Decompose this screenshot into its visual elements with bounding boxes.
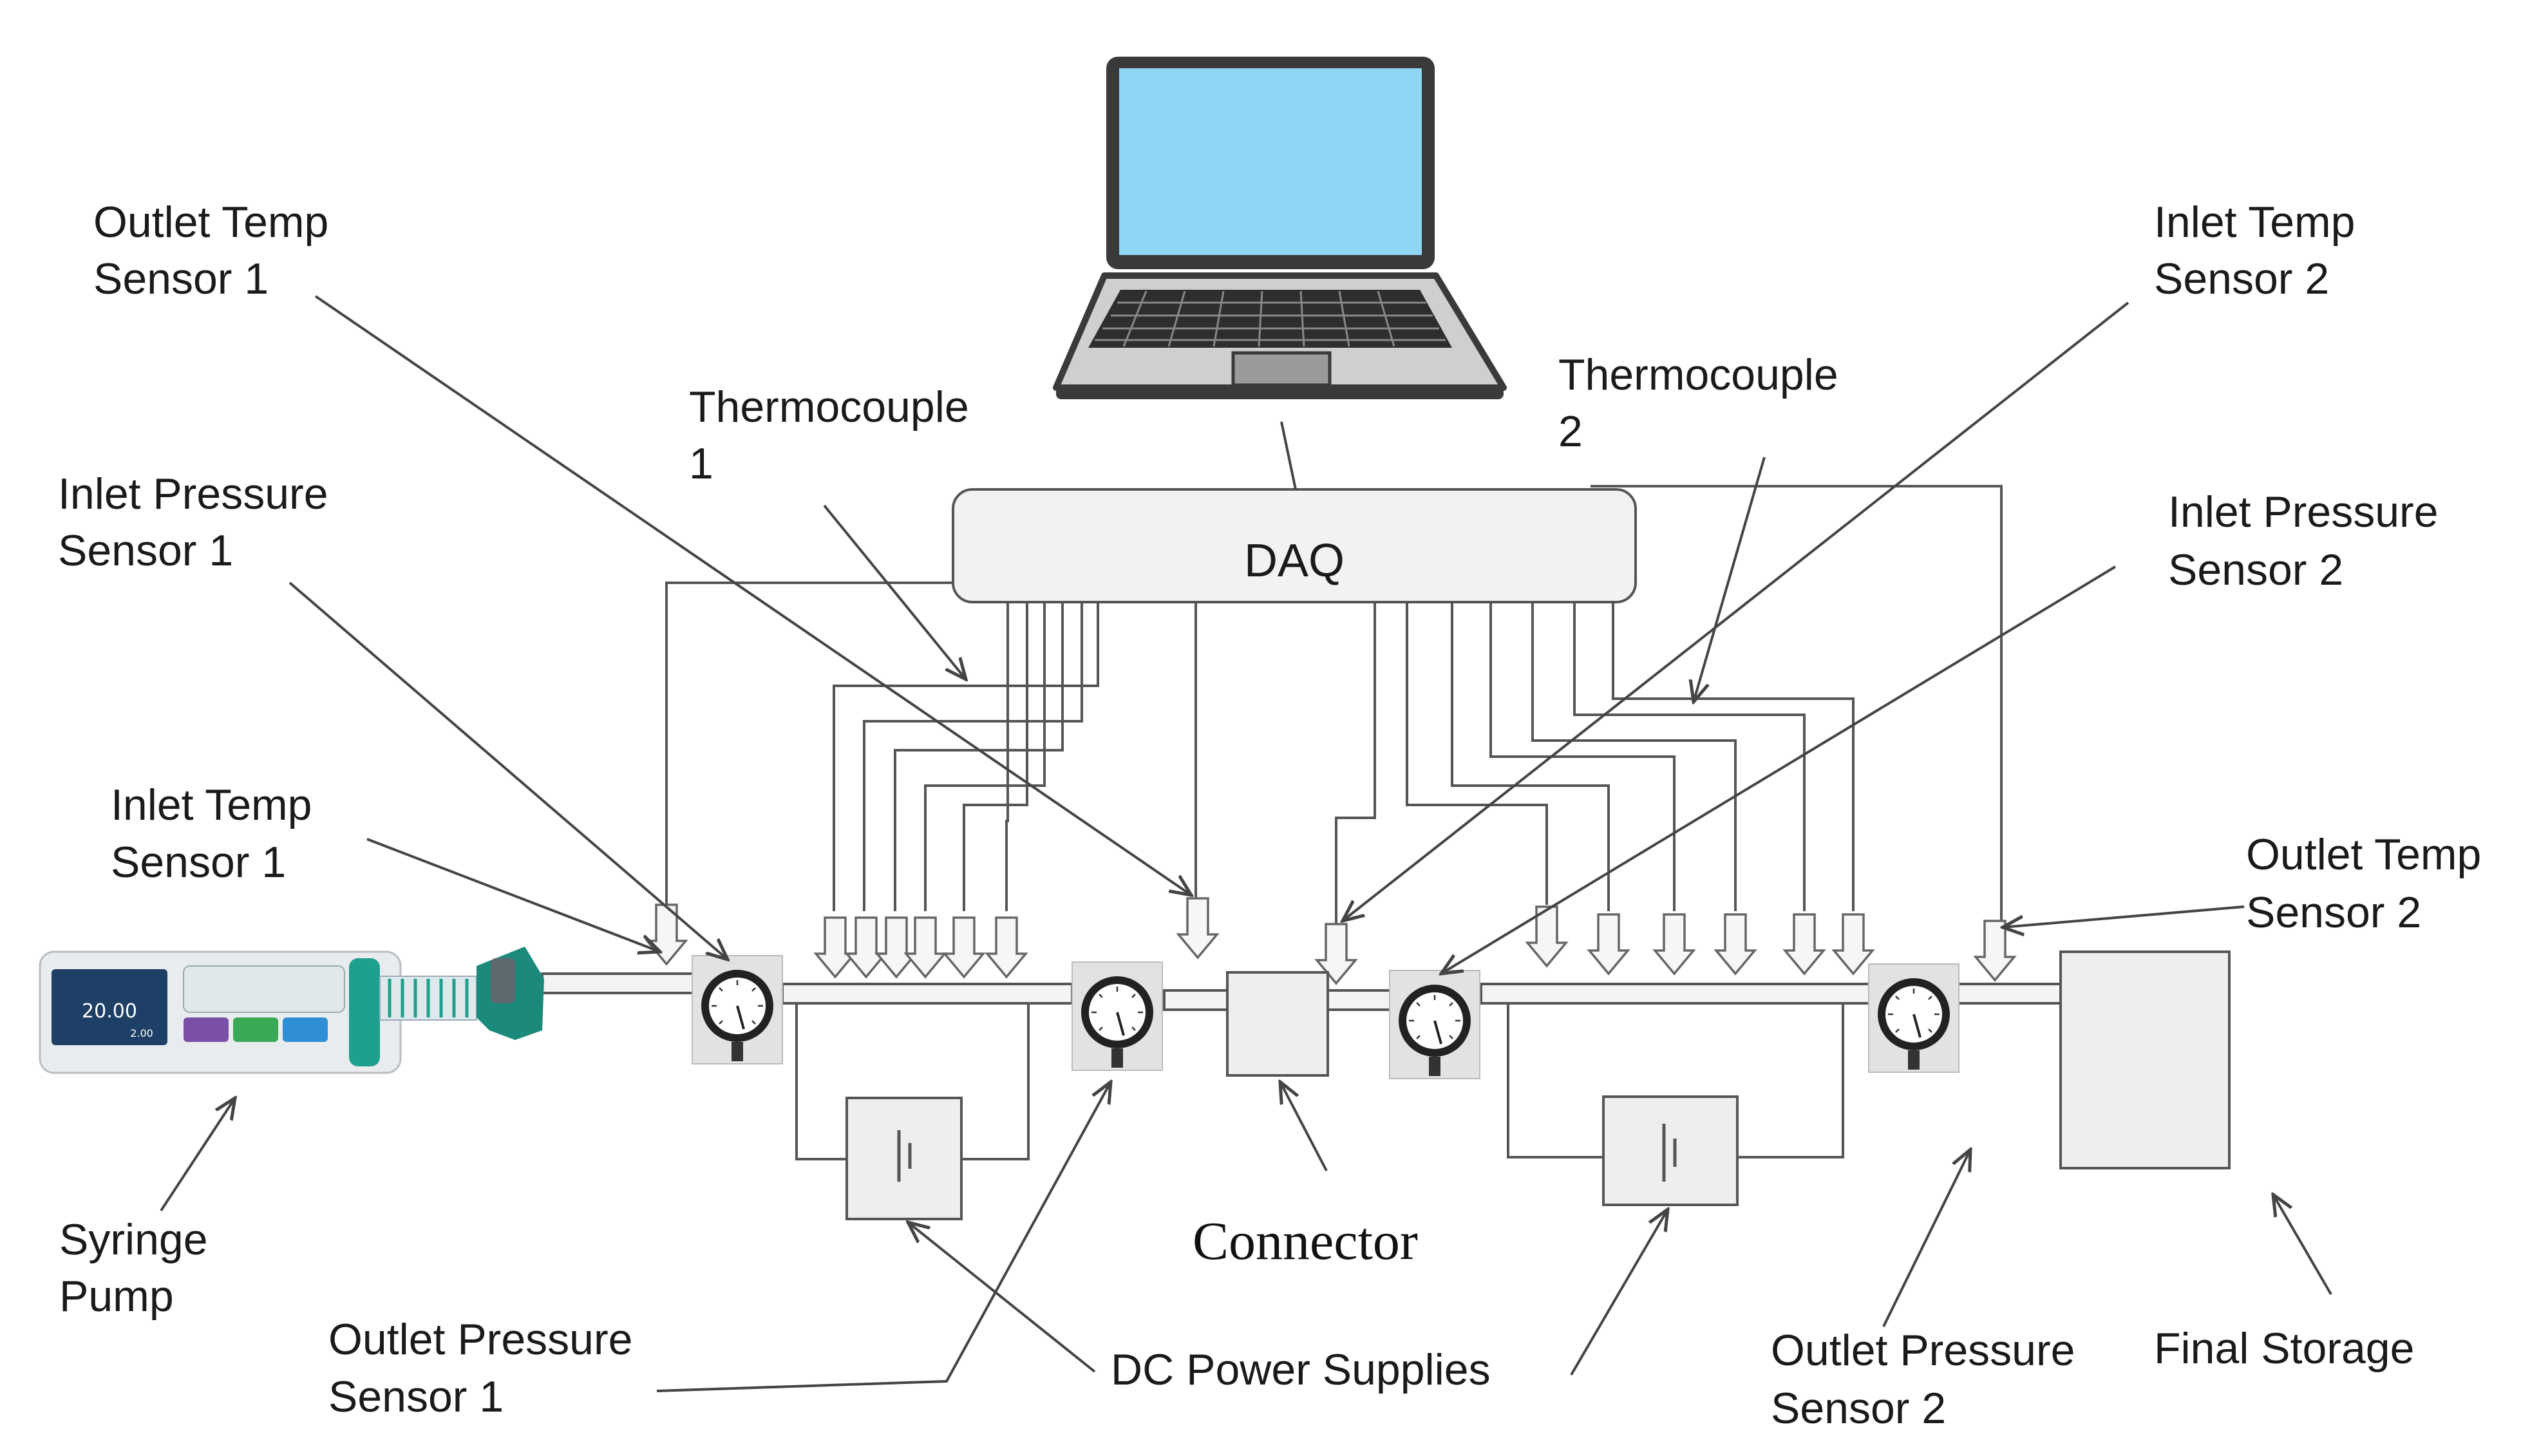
connector-box (1226, 971, 1329, 1077)
daq-unit: DAQ (952, 488, 1637, 603)
label-final-storage: Final Storage (2154, 1324, 2414, 1373)
outlet-pressure-gauge-1-icon (1071, 961, 1164, 1072)
laptop-icon (1053, 57, 1507, 399)
thermocouple-probe-icon (1526, 905, 1567, 967)
final-storage-box (2059, 950, 2231, 1169)
outlet-pressure-gauge-2-icon (1867, 963, 1960, 1073)
test-section-1 (781, 983, 1073, 1005)
thermocouple-probe-icon (943, 916, 985, 978)
test-section-2 (1480, 983, 1875, 1005)
flow-path (541, 950, 2231, 1169)
leader-lines (160, 295, 2332, 1392)
thermocouple-probe-icon (1715, 913, 1756, 975)
thermocouple-probe-icon (1833, 913, 1874, 975)
label-dc-power-supplies: DC Power Supplies (1111, 1345, 1491, 1394)
thermocouple-probe-icon (1784, 913, 1825, 975)
thermocouple-probe-icon (815, 916, 856, 978)
thermocouple-probe-icon (1588, 913, 1629, 975)
daq-label: DAQ (1244, 535, 1345, 587)
signal-wires (665, 485, 2003, 927)
thermocouple-probe-icon (1654, 913, 1695, 975)
outlet-temp-sensor-1-icon (1177, 897, 1218, 959)
label-connector: Connector (1193, 1211, 1418, 1271)
thermocouple-probe-icon (986, 916, 1027, 978)
thermocouple-probe-icon (905, 916, 946, 978)
thermocouple-probe-icon (845, 916, 887, 978)
inlet-pressure-gauge-2-icon (1388, 969, 1481, 1080)
inlet-temp-sensor-1-icon (646, 903, 687, 965)
sensor-probes (646, 897, 2016, 985)
svg-text:2.00: 2.00 (130, 1027, 153, 1039)
dc-power-supply-1 (795, 1003, 1030, 1220)
thermocouple-probe-icon (876, 916, 917, 978)
syringe-pump-icon: 20.00 2.00 (39, 947, 544, 1074)
svg-text:20.00: 20.00 (82, 1000, 137, 1023)
outlet-temp-sensor-2-icon (1974, 920, 2016, 981)
inlet-pressure-gauge-1-icon (691, 954, 784, 1065)
dc-power-supply-2 (1507, 1003, 1844, 1206)
